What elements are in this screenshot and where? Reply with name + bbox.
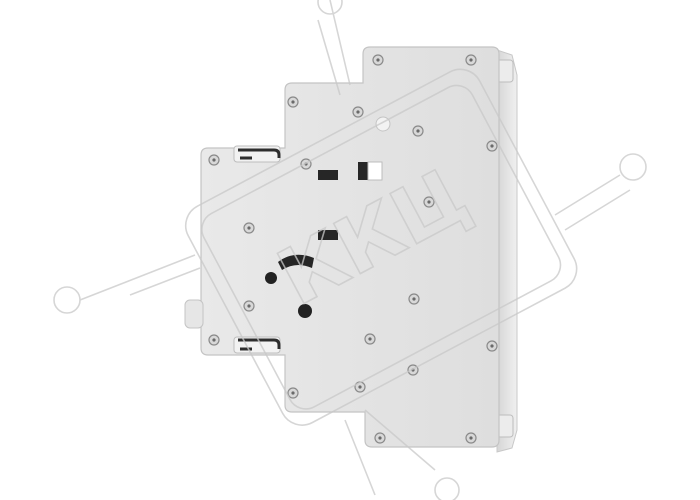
bottom-spring-clip (233, 336, 281, 354)
watermark: ККЦ (53, 0, 647, 500)
pivot-dot-left (265, 272, 277, 284)
lever-block (318, 230, 338, 240)
device-body (184, 46, 518, 453)
slot-indicator (318, 170, 338, 180)
device-side-rail (496, 49, 518, 453)
top-spring-clip (233, 145, 281, 163)
watermark-frame-inner (201, 84, 562, 410)
window-dark (358, 162, 368, 180)
pivot-dot-center (298, 304, 312, 318)
watermark-node-left (53, 286, 81, 314)
watermark-frame-outer (184, 68, 578, 426)
arc-lever (278, 254, 314, 270)
left-pin (184, 299, 204, 329)
watermark-node-bottom (434, 477, 460, 500)
watermark-node-right (619, 153, 647, 181)
window-light (367, 161, 383, 181)
watermark-node-top (317, 0, 343, 15)
